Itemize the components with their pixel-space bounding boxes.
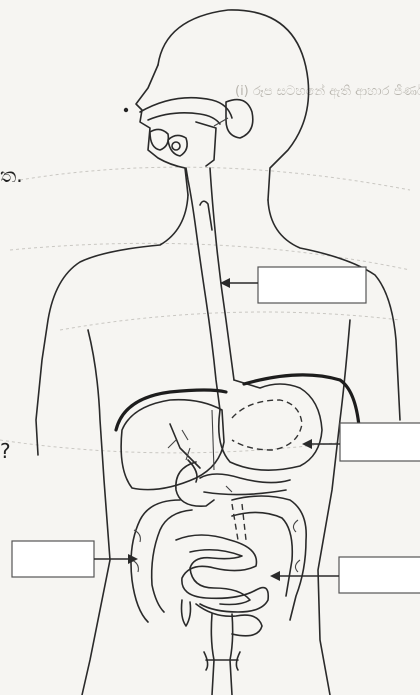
salivary-gland [226,100,253,138]
small-intestine [176,535,268,636]
right-shoulder-outline [268,200,400,420]
margin-fragment-top: ත. [0,163,23,187]
rectum [204,614,240,695]
large-intestine-label-box[interactable] [12,541,94,577]
label-esophagus-group [220,267,366,303]
label-small-intestine-group [270,557,420,593]
margin-fragment-mid: ? [0,439,11,463]
ink-dot [124,108,128,112]
pancreas [204,490,286,495]
label-large-intestine-group [12,541,138,577]
bleed-through-text: (i) රූප සටහනේ ඇති ආහාර ජීර්ණ පද්ධතිය [235,83,420,99]
head-outline [158,10,309,200]
stomach [219,380,322,470]
small-intestine-label-box[interactable] [339,557,420,593]
diaphragm-left [116,390,226,430]
stomach-label-box[interactable] [340,423,420,461]
left-torso-outline [82,330,110,695]
oral-cavity [140,98,253,166]
large-intestine [131,496,306,626]
left-shoulder-outline [36,195,188,455]
esophagus [186,168,234,410]
esophagus-label-box[interactable] [258,267,366,303]
liver [121,400,224,490]
appendix [182,600,191,626]
